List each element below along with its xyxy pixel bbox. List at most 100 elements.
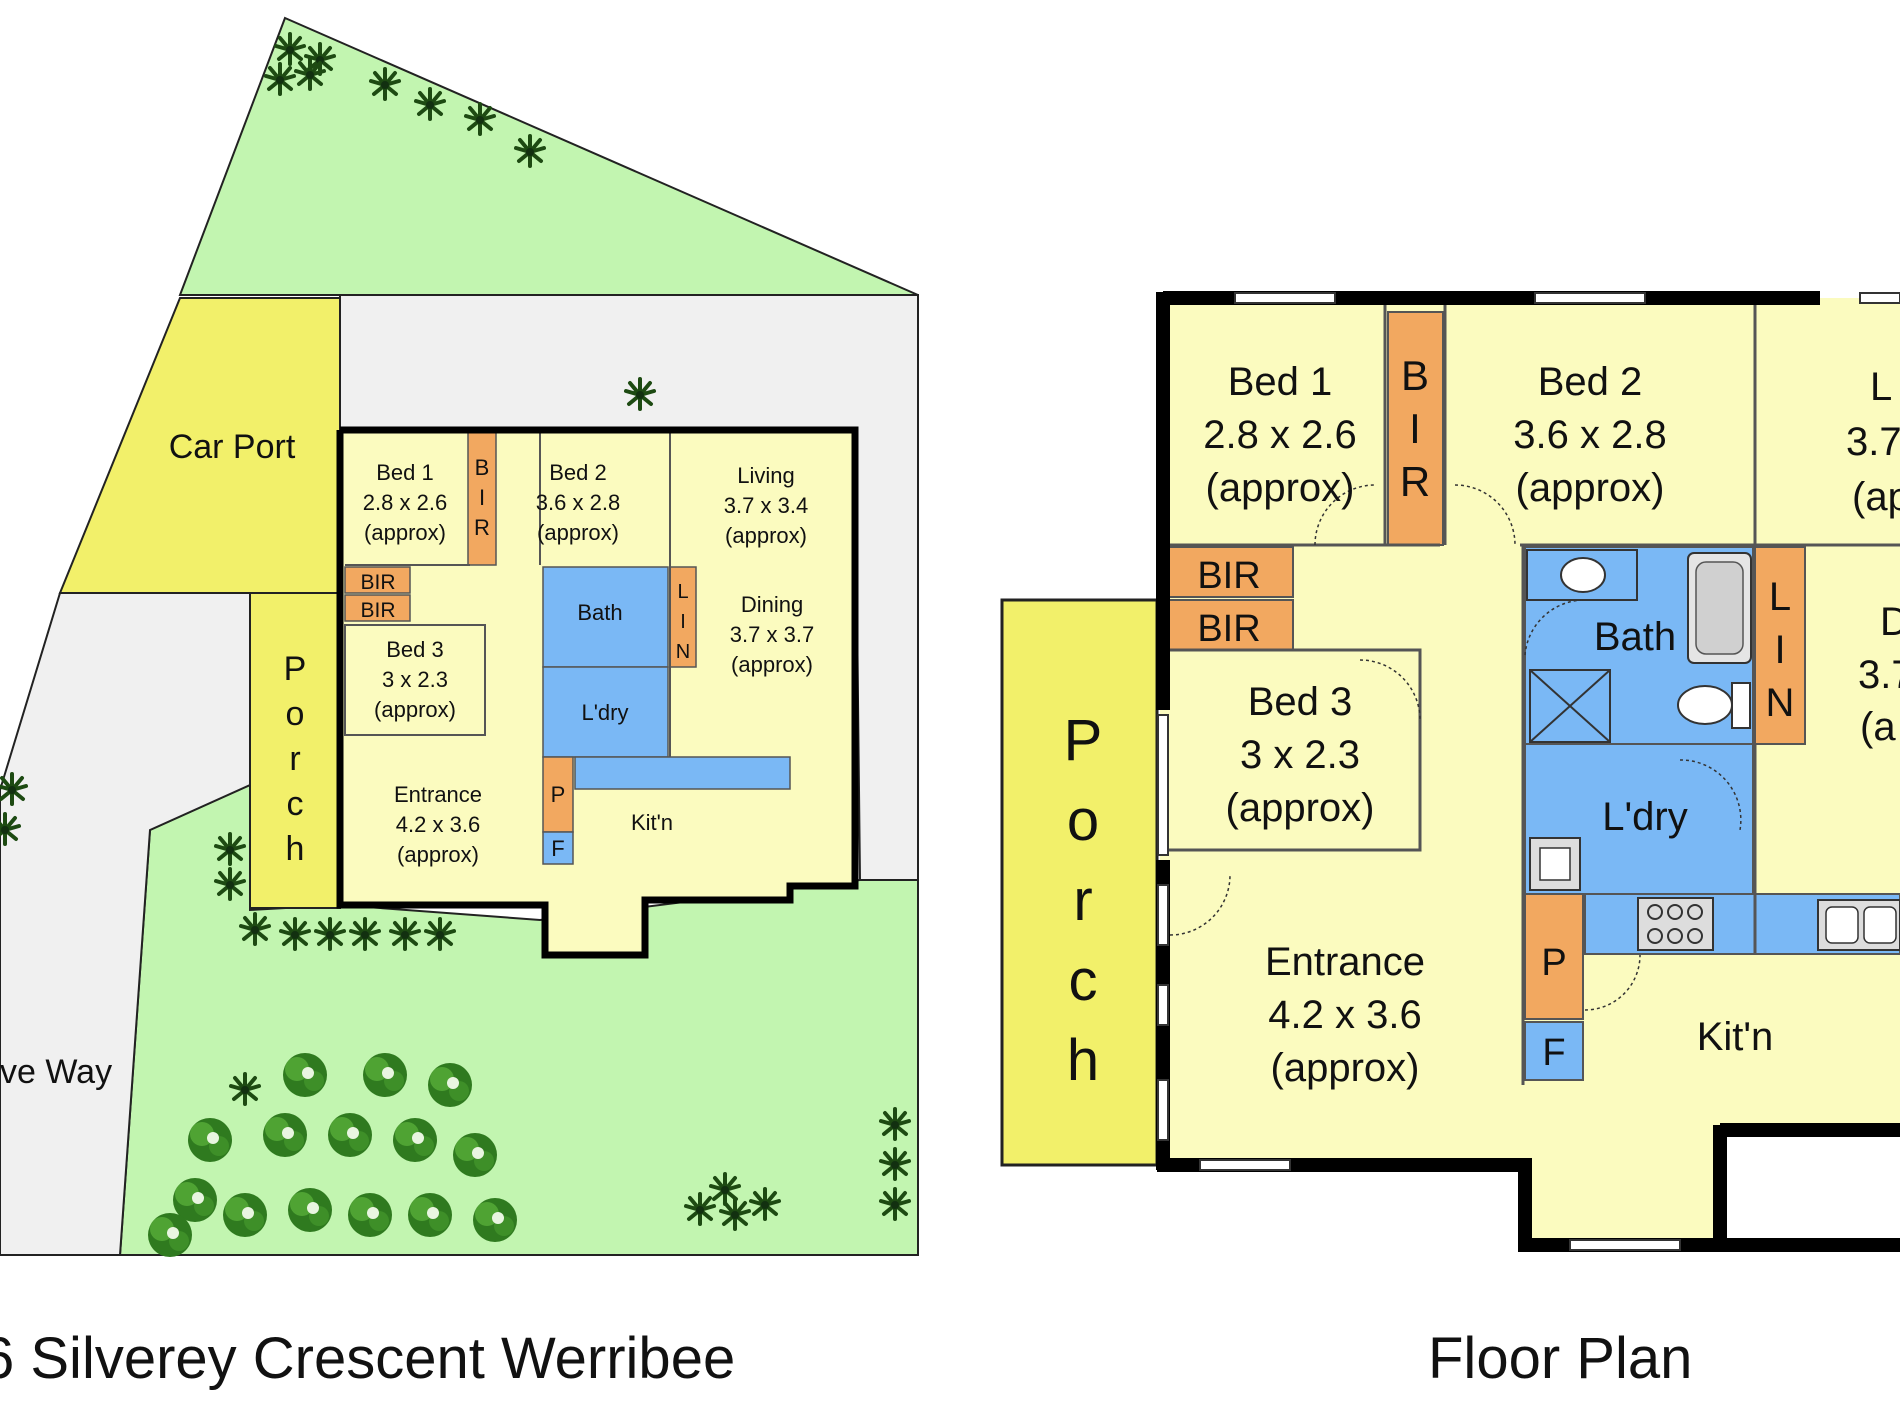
- svg-text:(approx): (approx): [731, 652, 813, 677]
- svg-text:(approx): (approx): [397, 842, 479, 867]
- site-porch-label: P o r c h: [284, 650, 307, 868]
- plan-laundry-tub-icon: [1529, 837, 1581, 891]
- plan-bed1-label: Bed 1 2.8 x 2.6 (approx): [1203, 360, 1356, 510]
- plan-bir-vertical-label: B I R: [1400, 352, 1430, 505]
- plan-pantry-label: P: [1541, 942, 1566, 984]
- svg-text:h: h: [286, 830, 305, 868]
- plan-lin: [1754, 546, 1806, 745]
- site-bed3-label: Bed 3 3 x 2.3 (approx): [374, 637, 456, 722]
- site-bed2-label: Bed 2 3.6 x 2.8 (approx): [536, 460, 620, 545]
- site-bed3-wall: [344, 624, 486, 736]
- site-bir-vertical-label: B I R: [474, 455, 490, 540]
- svg-text:(approx): (approx): [725, 523, 807, 548]
- plan-bed2-label: Bed 2 3.6 x 2.8 (approx): [1513, 360, 1666, 510]
- svg-text:(approx): (approx): [1516, 466, 1665, 510]
- svg-text:h: h: [1067, 1028, 1099, 1093]
- site-pantry-label: P: [551, 782, 566, 807]
- plan-bed3-label: Bed 3 3 x 2.3 (approx): [1226, 680, 1375, 830]
- svg-text:o: o: [286, 695, 305, 733]
- site-bir-1: [344, 566, 411, 594]
- plan-bir-2: [1164, 599, 1294, 651]
- svg-text:N: N: [1766, 681, 1795, 725]
- site-house-walls: [336, 426, 859, 959]
- site-bir-2-label: BIR: [360, 599, 395, 622]
- plan-bathtub-icon: [1687, 552, 1752, 664]
- svg-text:B: B: [475, 455, 490, 480]
- plan-kitchen-label: Kit'n: [1697, 1015, 1774, 1059]
- site-laundry-label: L'dry: [582, 700, 629, 725]
- site-bir-2: [344, 594, 411, 622]
- plan-bir-1-label: BIR: [1197, 555, 1260, 597]
- site-fridge: [542, 831, 574, 865]
- svg-text:Bed 1: Bed 1: [376, 460, 434, 485]
- site-living-label: Living 3.7 x 3.4 (approx): [724, 463, 808, 548]
- svg-text:c: c: [287, 785, 304, 823]
- svg-text:3.6 x 2.8: 3.6 x 2.8: [536, 490, 620, 515]
- svg-text:Bed 2: Bed 2: [549, 460, 607, 485]
- address-caption: 6 Silverey Crescent Werribee: [0, 1326, 736, 1391]
- svg-text:N: N: [676, 641, 690, 663]
- svg-text:I: I: [680, 611, 686, 633]
- plan-laundry-label: L'dry: [1602, 795, 1687, 839]
- site-entrance-label: Entrance 4.2 x 3.6 (approx): [394, 782, 482, 867]
- svg-text:(ap: (ap: [1852, 475, 1900, 519]
- svg-text:(approx): (approx): [374, 697, 456, 722]
- site-lin-label: L I N: [676, 581, 690, 663]
- svg-text:Entrance: Entrance: [394, 782, 482, 807]
- svg-text:4.2 x 3.6: 4.2 x 3.6: [396, 812, 480, 837]
- plan-cooktop-icon: [1637, 897, 1714, 951]
- svg-text:(approx): (approx): [1206, 466, 1355, 510]
- svg-text:L: L: [1870, 365, 1892, 409]
- plan-toilet-icon: [1677, 682, 1751, 729]
- svg-text:Bed 3: Bed 3: [386, 637, 444, 662]
- street-label: ve Way: [0, 1053, 112, 1091]
- svg-text:3.7: 3.7: [1846, 420, 1900, 464]
- svg-text:3.7 x 3.7: 3.7 x 3.7: [730, 622, 814, 647]
- plan-door-swings: [1169, 484, 1742, 1011]
- plan-basin-icon: [1526, 549, 1638, 601]
- svg-text:o: o: [1067, 788, 1099, 853]
- plan-bath-label: Bath: [1594, 615, 1676, 659]
- svg-text:I: I: [1409, 405, 1421, 452]
- svg-text:B: B: [1401, 352, 1429, 399]
- plan-windows: [1157, 292, 1900, 1251]
- svg-text:(approx): (approx): [537, 520, 619, 545]
- plan-pantry: [1524, 893, 1584, 1020]
- svg-text:Living: Living: [737, 463, 794, 488]
- svg-text:2.8 x 2.6: 2.8 x 2.6: [1203, 413, 1356, 457]
- svg-text:Entrance: Entrance: [1265, 940, 1425, 984]
- site-bed1-label: Bed 1 2.8 x 2.6 (approx): [363, 460, 447, 545]
- site-bench: [574, 756, 791, 790]
- svg-text:Bed 3: Bed 3: [1248, 680, 1353, 724]
- floor-plan-title: Floor Plan: [1428, 1326, 1693, 1391]
- site-bed1-bir-strip: [467, 429, 497, 566]
- svg-text:I: I: [1774, 628, 1785, 672]
- svg-text:I: I: [479, 485, 485, 510]
- svg-text:2.8 x 2.6: 2.8 x 2.6: [363, 490, 447, 515]
- svg-text:P: P: [1064, 708, 1103, 773]
- svg-text:R: R: [1400, 458, 1430, 505]
- site-kitchen-label: Kit'n: [631, 810, 673, 835]
- plan-sink-icon: [1817, 899, 1900, 951]
- site-dining-label: Dining 3.7 x 3.7 (approx): [730, 592, 814, 677]
- floor-plan: P o r c h Bed 1 2.8 x 2.6 (approx) B I R…: [1000, 291, 1900, 1252]
- svg-text:L: L: [677, 581, 688, 603]
- svg-text:3.7 x 3.4: 3.7 x 3.4: [724, 493, 808, 518]
- plan-bir-2-label: BIR: [1197, 608, 1260, 650]
- site-bath-label: Bath: [577, 600, 622, 625]
- svg-text:c: c: [1069, 948, 1098, 1013]
- svg-text:r: r: [1073, 868, 1092, 933]
- svg-text:(approx): (approx): [1226, 786, 1375, 830]
- svg-text:r: r: [289, 740, 300, 778]
- site-laundry: [542, 666, 669, 758]
- svg-text:L: L: [1769, 575, 1791, 619]
- svg-text:(approx): (approx): [364, 520, 446, 545]
- svg-text:R: R: [474, 515, 490, 540]
- site-bir-1-label: BIR: [360, 571, 395, 594]
- plan-living-label: L 3.7 (ap: [1846, 365, 1900, 519]
- svg-text:D: D: [1880, 600, 1900, 644]
- site-pantry: [542, 756, 574, 833]
- plan-bir-vertical: [1387, 311, 1444, 546]
- plan-fridge: [1524, 1021, 1584, 1081]
